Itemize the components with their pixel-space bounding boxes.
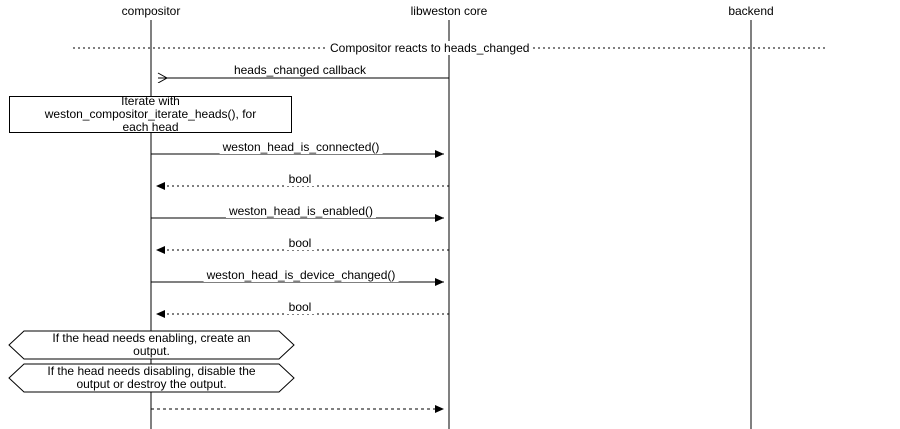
message-label-weston-head-is-enabled: weston_head_is_enabled() <box>225 204 377 218</box>
lifeline-label-compositor: compositor <box>121 4 181 18</box>
condition-disable-head: If the head needs disabling, disable the… <box>9 364 294 392</box>
message-label-weston-head-is-connected: weston_head_is_connected() <box>219 140 383 154</box>
separator-label: Compositor reacts to heads_changed <box>328 41 532 55</box>
note-iterate-heads: Iterate with weston_compositor_iterate_h… <box>9 94 292 134</box>
message-label-heads-changed-callback: heads_changed callback <box>230 63 370 77</box>
condition-enable-head-shape <box>8 330 295 360</box>
note-iterate-heads-text: Iterate with weston_compositor_iterate_h… <box>44 94 257 134</box>
lifeline-label-backend: backend <box>728 4 774 18</box>
condition-enable-head: If the head needs enabling, create an ou… <box>9 331 294 359</box>
lifeline-label-libweston-core: libweston core <box>410 4 488 18</box>
condition-disable-head-shape <box>8 363 295 393</box>
condition-enable-head-text: If the head needs enabling, create an ou… <box>52 331 251 358</box>
message-label-bool-return-device-changed: bool <box>285 300 315 314</box>
lifelines-group <box>150 20 752 429</box>
message-label-bool-return-connected: bool <box>285 172 315 186</box>
condition-disable-head-text: If the head needs disabling, disable the… <box>47 364 256 391</box>
message-label-weston-head-is-device-changed: weston_head_is_device_changed() <box>203 268 399 282</box>
message-label-bool-return-enabled: bool <box>285 236 315 250</box>
